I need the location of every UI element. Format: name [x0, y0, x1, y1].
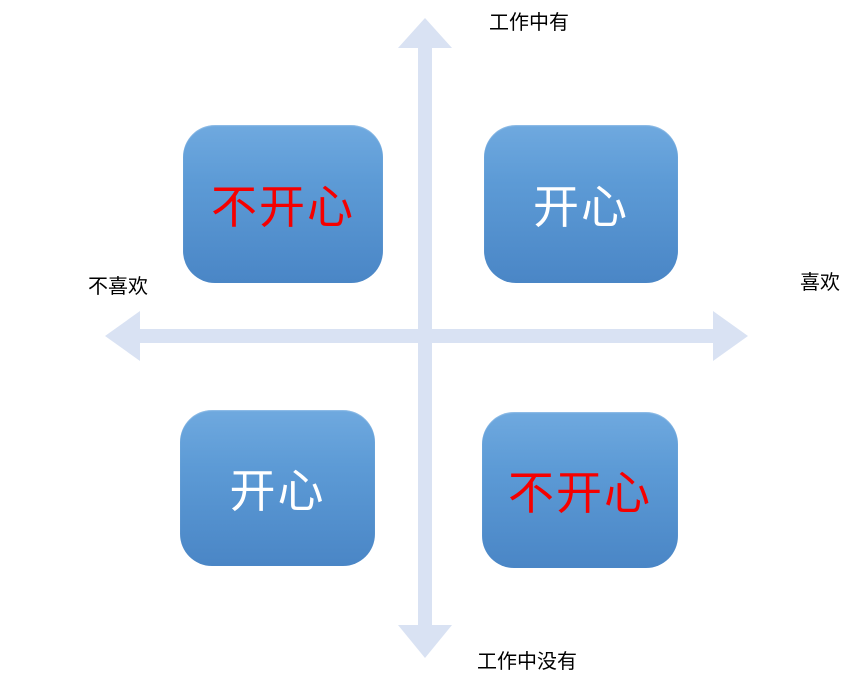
axis-label-top: 工作中有 — [489, 12, 569, 34]
quadrant-bottom-left-label: 开心 — [229, 466, 326, 517]
quadrant-bottom-right-label: 不开心 — [508, 468, 652, 519]
quadrant-bottom-left: 开心 — [180, 410, 375, 566]
axis-label-bottom: 工作中没有 — [477, 651, 577, 673]
quadrant-top-left-label: 不开心 — [211, 182, 355, 233]
quadrant-bottom-right: 不开心 — [482, 412, 678, 568]
horizontal-axis-arrow — [105, 311, 748, 361]
quadrant-top-left: 不开心 — [183, 125, 383, 283]
quadrant-top-right-label: 开心 — [533, 182, 629, 233]
axis-label-left: 不喜欢 — [88, 276, 148, 298]
axis-label-right: 喜欢 — [800, 272, 840, 294]
quadrant-top-right: 开心 — [484, 125, 678, 283]
